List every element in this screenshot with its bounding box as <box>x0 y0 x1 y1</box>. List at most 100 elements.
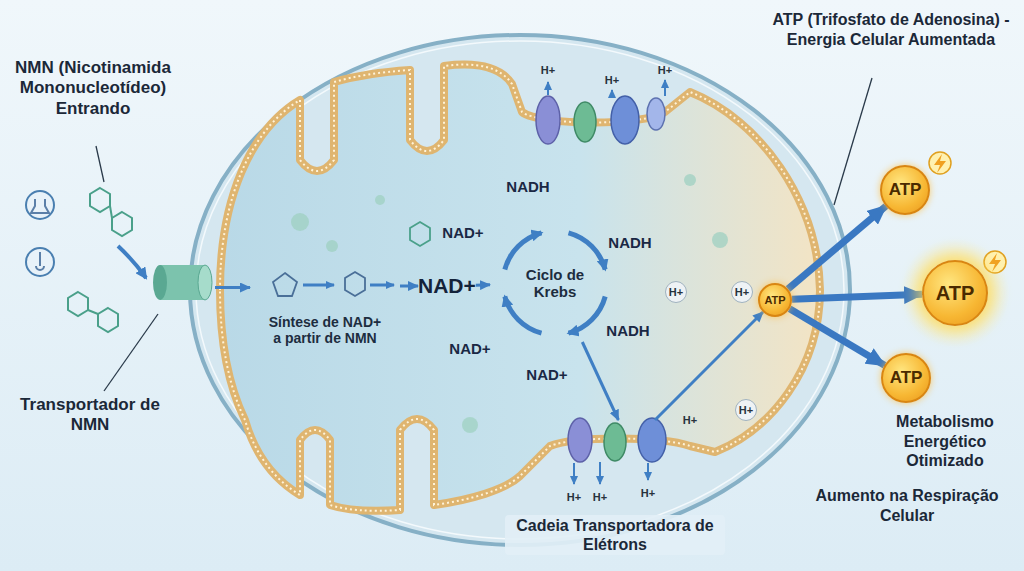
cofactor-label: NAD+ <box>449 340 490 357</box>
cofactor-label: NAD+ <box>442 224 483 241</box>
proton-label: H+ <box>593 491 607 503</box>
nmn-molecules <box>26 188 146 332</box>
cycle-arrow <box>505 233 542 270</box>
lightning-icons-part <box>929 152 951 174</box>
nad-synthesis-molecules-part <box>303 284 334 287</box>
electron-transport-complexes-bottom-part <box>568 418 592 462</box>
nmn-molecules-part <box>88 310 98 314</box>
mitochondrion-membranes-part <box>196 41 844 539</box>
nad-molecule: NAD+ <box>418 274 476 298</box>
matrix-particles-part <box>462 417 478 433</box>
leader-lines-part <box>834 78 872 205</box>
electron-transport-complexes-top-part <box>664 80 666 96</box>
electron-transport-complexes-bottom-part <box>647 463 649 480</box>
transporter-shape <box>150 255 215 310</box>
cofactor-label: NAD+ <box>526 366 567 383</box>
atp-molecule: ATP <box>922 260 988 326</box>
matrix-particles-part <box>684 174 696 186</box>
flow-arrow <box>655 312 763 420</box>
mitochondrion-membranes-part <box>220 65 820 511</box>
node-heading: Transportador de NMN <box>10 395 170 436</box>
cycle-arrow <box>569 233 606 270</box>
cofactor-label: NADH <box>608 234 651 251</box>
nmn-molecules-part <box>98 308 118 332</box>
electron-transport-complexes-top-part <box>611 90 613 98</box>
atp-molecule: ATP <box>758 283 792 317</box>
electron-transport-complexes-top-part <box>647 98 665 130</box>
node-text: NAD+ <box>418 274 476 298</box>
matrix-particles-part <box>291 213 309 231</box>
electron-transport-complexes-top <box>536 80 665 144</box>
nad-synthesis-molecules <box>273 222 430 296</box>
node-text: ATP <box>889 180 922 200</box>
electron-transport-complexes-bottom-part <box>638 418 666 462</box>
flow-arrow <box>400 285 418 288</box>
nad-synthesis-molecules-part <box>273 273 297 296</box>
flow-arrow <box>790 309 885 366</box>
proton-label: H+ <box>658 64 672 76</box>
matrix-particles <box>291 174 728 433</box>
nmn-molecules-part <box>90 188 110 212</box>
proton-label: H+ <box>605 74 619 86</box>
cofactor-label: NADH <box>506 178 549 195</box>
nad-synthesis-molecules-part <box>370 284 394 287</box>
proton-label: H+ <box>641 487 655 499</box>
electron-transport-chain: Cadeia Transportadora de Elétrons <box>560 420 700 470</box>
electron-transport-complexes-top-part <box>547 82 549 95</box>
node-text: Síntese de NAD+ a partir de NMN <box>263 314 387 346</box>
nmn-molecules-part <box>110 206 112 218</box>
mitochondrion-membranes-part <box>190 35 850 545</box>
mitochondrion-membranes <box>190 35 850 545</box>
cycle-arrow <box>505 297 542 334</box>
node-text: Ciclo de Krebs <box>515 266 595 301</box>
nmn-molecules-part <box>36 252 44 270</box>
flow-arrow <box>582 342 618 420</box>
nmn-molecules-part <box>31 199 49 213</box>
lightning-icons-part <box>984 251 1006 273</box>
mitochondrion-membranes-part <box>220 65 820 511</box>
electron-transport-complexes-bottom-part <box>604 423 626 461</box>
leader-lines-part <box>96 146 104 182</box>
electron-transport-complexes-top-part <box>574 102 596 142</box>
matrix-particles-part <box>326 240 338 252</box>
proton-label: H+ <box>731 281 753 303</box>
outcome-label: Aumento na Respiração Celular <box>812 486 1002 525</box>
outcome-label: Metabolismo Energético Otimizado <box>876 412 1014 471</box>
nmn-molecules-part <box>26 248 54 276</box>
cofactor-label: NADH <box>606 322 649 339</box>
nmn-molecules-part <box>68 292 88 316</box>
electron-transport-complexes-bottom-part <box>573 463 575 484</box>
proton-label: H+ <box>735 399 757 421</box>
leader-lines <box>96 78 872 391</box>
lightning-icons <box>929 152 1006 273</box>
node-text: ATP <box>890 368 923 388</box>
electron-transport-complexes-bottom <box>568 418 666 484</box>
krebs-cycle: Ciclo de Krebs <box>490 218 620 348</box>
node-text: ATP <box>936 282 975 305</box>
nad-synthesis-molecules-part <box>345 272 365 296</box>
nad-synthesis-molecules-part <box>410 222 430 246</box>
synthesis-step: Síntese de NAD+ a partir de NMN <box>250 265 400 350</box>
transporter-end <box>198 265 212 300</box>
electron-transport-complexes-top-part <box>536 96 560 144</box>
nmn-molecules-part <box>112 212 132 236</box>
nmn-molecules-part <box>118 246 146 278</box>
lightning-icons-part <box>989 253 1001 272</box>
cycle-arrow <box>569 297 606 334</box>
atp-molecule: ATP <box>880 165 930 215</box>
leader-lines-part <box>104 314 158 391</box>
flow-arrow <box>476 283 490 286</box>
atp-molecule: ATP <box>881 353 931 403</box>
electron-transport-complexes-bottom-part <box>599 462 601 484</box>
node-text: ATP <box>764 294 785 306</box>
flow-arrow <box>792 294 922 299</box>
output-label: ATP (Trifosfato de Adenosina) - Energia … <box>768 10 1014 49</box>
proton-label: H+ <box>665 281 687 303</box>
input-label: NMN (Nicotinamida Mononucleotídeo) Entra… <box>14 58 172 119</box>
electron-transport-complexes-top-part <box>611 96 639 144</box>
flow-arrow <box>788 206 886 289</box>
nmn-transporter: Transportador de NMN <box>150 255 215 310</box>
matrix-particles-part <box>375 195 385 205</box>
